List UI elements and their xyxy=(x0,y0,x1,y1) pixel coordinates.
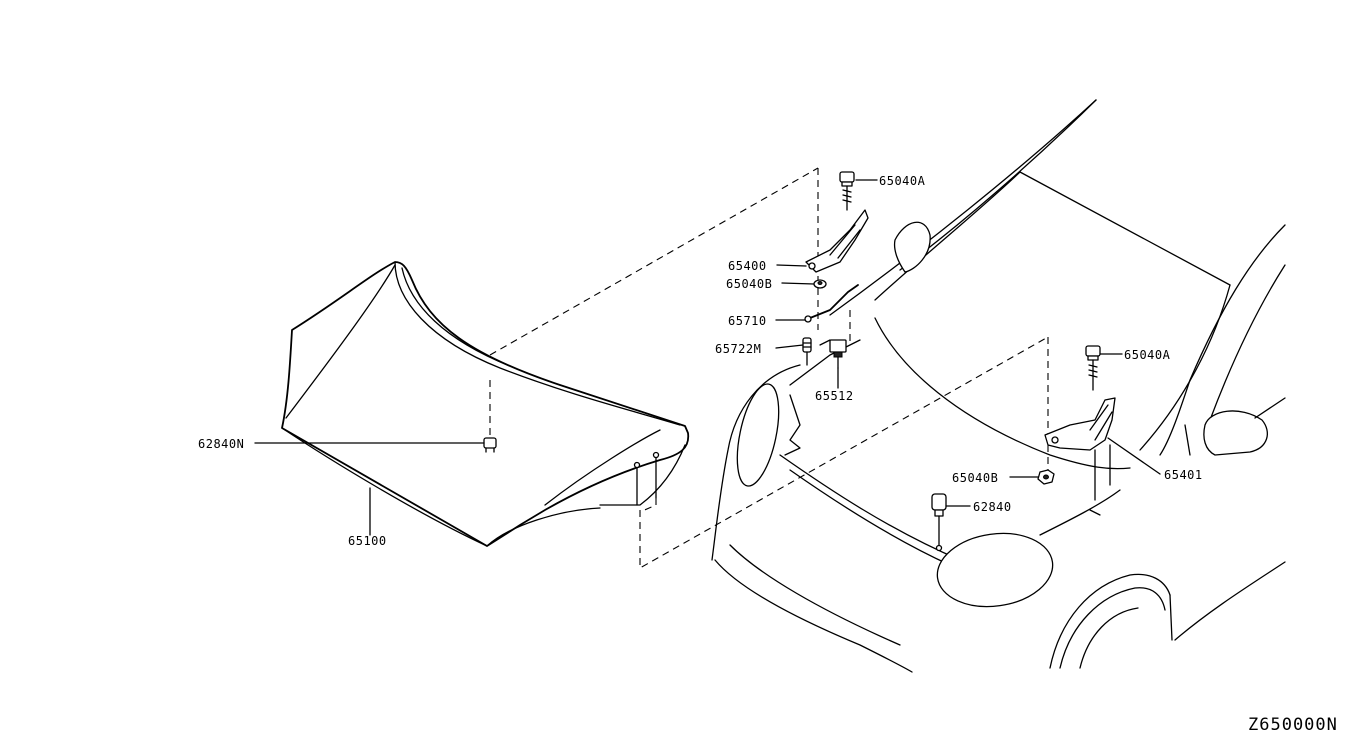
lock-65512[interactable] xyxy=(819,339,847,369)
callout-65722m: 65722M xyxy=(715,342,761,356)
hood-pins xyxy=(633,451,660,506)
nut-65040b-upper[interactable] xyxy=(813,279,827,289)
callout-65710: 65710 xyxy=(728,314,767,328)
hood-rod-65710[interactable] xyxy=(804,284,859,323)
bolt-65040a-upper[interactable] xyxy=(839,171,855,211)
car-body xyxy=(711,99,1286,673)
callout-62840: 62840 xyxy=(973,500,1012,514)
callout-65100: 65100 xyxy=(348,534,387,548)
alignment-lines xyxy=(489,167,1049,569)
callout-labels: 65040A 65400 65040B 65710 65722M 65512 6… xyxy=(198,174,1203,548)
hinge-65400[interactable] xyxy=(805,209,869,273)
bumper-65722m[interactable] xyxy=(802,337,812,366)
diagram-code: Z650000N xyxy=(1248,715,1338,735)
hinge-65401[interactable] xyxy=(1044,397,1116,501)
bolt-65040a-lower[interactable] xyxy=(1085,345,1101,391)
callout-65040b-lower: 65040B xyxy=(952,471,998,485)
clip-62840n[interactable] xyxy=(483,437,497,453)
callout-62840n: 62840N xyxy=(198,437,244,451)
callout-65040a-lower: 65040A xyxy=(1124,348,1171,362)
nut-65040b-lower[interactable] xyxy=(1037,469,1055,485)
bumper-62840[interactable] xyxy=(931,493,947,552)
callout-65040a-upper: 65040A xyxy=(879,174,926,188)
callout-65401: 65401 xyxy=(1164,468,1203,482)
callout-65040b-upper: 65040B xyxy=(726,277,772,291)
callout-65400: 65400 xyxy=(728,259,767,273)
hood-panel[interactable] xyxy=(281,261,690,547)
callout-65512: 65512 xyxy=(815,389,854,403)
leader-lines xyxy=(254,179,1161,536)
